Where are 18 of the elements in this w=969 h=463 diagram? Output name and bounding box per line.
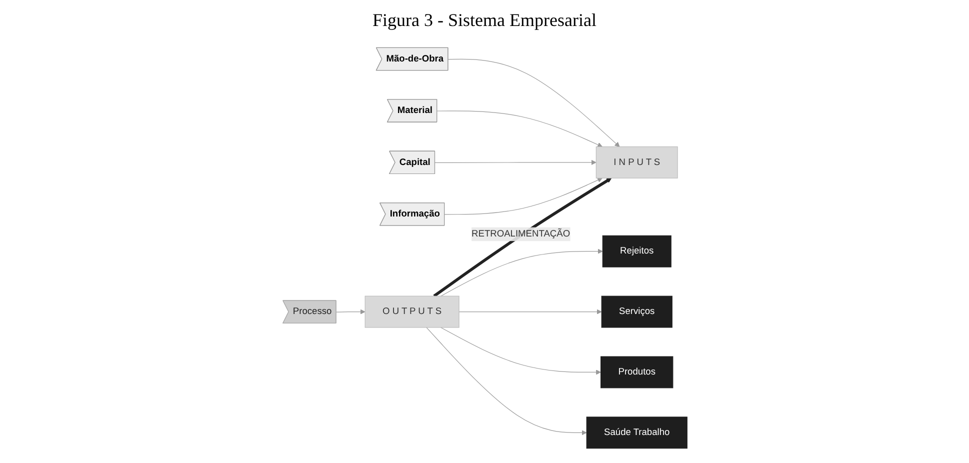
- arrow: [434, 159, 596, 164]
- arrow: [458, 308, 602, 314]
- figure-title: Figura 3 - Sistema Empresarial: [372, 9, 598, 32]
- node-box: O U T P U T S: [364, 295, 459, 328]
- edge-label: RETROALIMENTAÇÃO: [471, 228, 570, 238]
- node-box: Produtos: [600, 356, 673, 388]
- arrow: [440, 326, 601, 374]
- arrow: [447, 58, 620, 146]
- node-box: Serviços: [600, 295, 672, 328]
- arrow: [440, 248, 602, 296]
- arrow: [444, 177, 602, 214]
- node-box: Rejeitos: [602, 234, 671, 267]
- arrow: [432, 177, 612, 297]
- arrow: [426, 326, 586, 435]
- node-box: I N P U T S: [595, 146, 678, 178]
- node-box: Saúde Trabalho: [586, 416, 687, 448]
- arrow: [436, 110, 602, 147]
- arrow: [336, 308, 365, 314]
